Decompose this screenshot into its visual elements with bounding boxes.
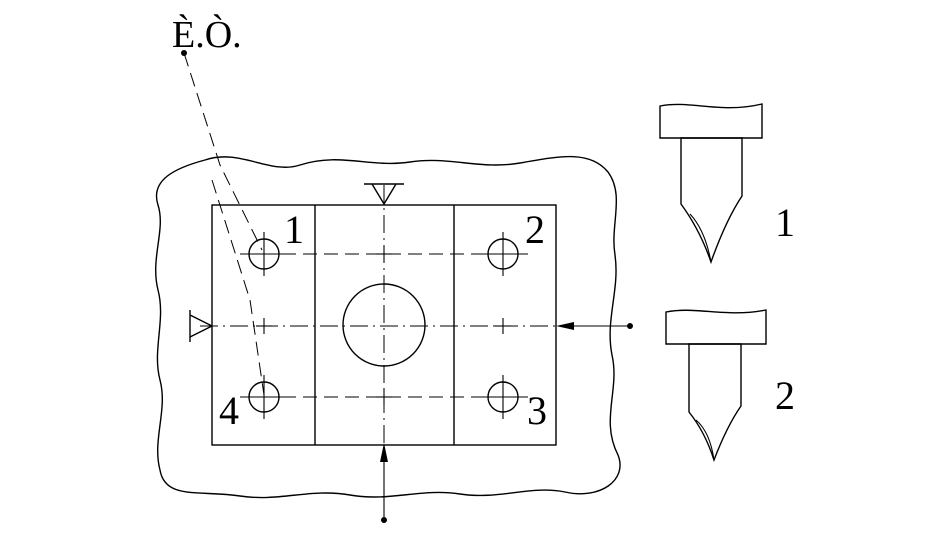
datum-symbol-top — [364, 183, 404, 206]
hole-4 — [244, 375, 290, 419]
hole-1 — [244, 232, 290, 276]
reference-label: È.Ò. — [172, 14, 242, 56]
datum-symbol-left — [189, 310, 214, 342]
central-bore — [342, 283, 426, 367]
hole-label-3: 3 — [527, 388, 547, 433]
part-break-outline — [154, 155, 621, 499]
hole-label-1: 1 — [284, 207, 304, 252]
drill-tool-1 — [659, 103, 763, 265]
tool-label-1: 1 — [775, 200, 795, 245]
force-arrow-bottom — [380, 443, 388, 523]
hole-2 — [478, 232, 528, 276]
hole-label-2: 2 — [525, 207, 545, 252]
force-arrow-right — [556, 322, 633, 330]
tool-label-2: 2 — [775, 373, 795, 418]
hole-label-4: 4 — [219, 388, 239, 433]
drill-tool-2 — [665, 309, 767, 463]
reference-leader — [181, 50, 265, 396]
axis-crosses — [256, 246, 511, 405]
hole-3 — [478, 375, 528, 419]
